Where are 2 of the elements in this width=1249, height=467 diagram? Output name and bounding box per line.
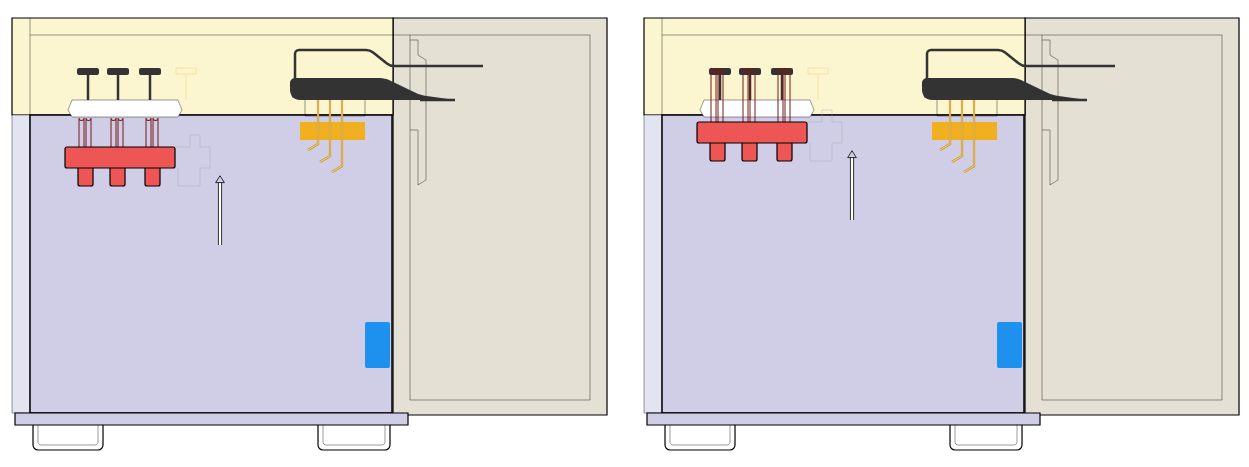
cabinet-drawing xyxy=(643,17,1240,451)
cabinet-drawing xyxy=(11,17,608,451)
